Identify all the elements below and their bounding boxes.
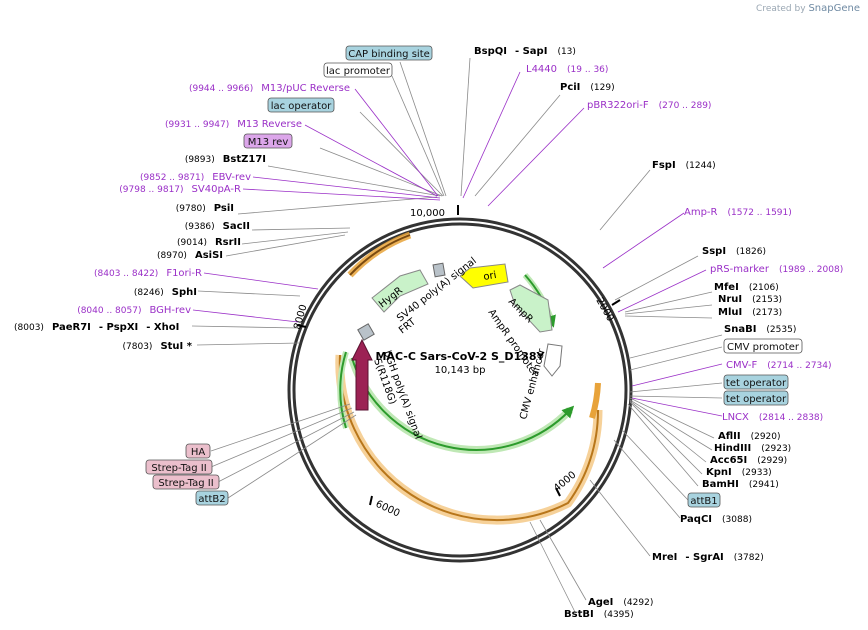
plasmid-size: 10,143 bp (435, 365, 486, 376)
ha-box (185, 443, 211, 459)
enzyme-pcii: PciI(129) (560, 82, 615, 93)
tet-operator-1-label: tet operator (726, 378, 787, 389)
plasmid-name: MAC-C Sars-CoV-2 S_D138Y (375, 350, 545, 363)
s-gene-feature (351, 338, 373, 411)
enzyme-bstz17i: (9893)BstZ17I (185, 154, 266, 165)
enzyme-sacii: (9386)SacII (185, 221, 250, 232)
ori-label: ori (483, 270, 498, 283)
cap-binding-site-label: CAP binding site (348, 49, 430, 60)
enzyme-mfei: MfeI(2106) (714, 282, 779, 293)
feature-arc-left (339, 351, 347, 429)
tick-6000 (369, 495, 373, 506)
hygr-feature (371, 269, 429, 313)
ha-label: HA (191, 447, 206, 458)
enzyme-psii: (9780)PsiI (176, 203, 234, 214)
primer-m13-reverse: (9931 .. 9947)M13 Reverse (165, 119, 302, 130)
primer-amp-r: Amp-R(1572 .. 1591) (684, 207, 792, 218)
enzyme-mrei: MreI- SgrAI(3782) (652, 552, 764, 563)
enzyme-sphi: (8246)SphI (134, 287, 197, 298)
primer-bgh-rev: (8040 .. 8057)BGH-rev (77, 305, 191, 316)
feature-arc-cmv (589, 382, 601, 419)
attb1-box (687, 492, 721, 508)
tick-4000 (555, 487, 561, 497)
tet-operator-1-box (723, 374, 789, 390)
enzyme-acc65i: Acc65I(2929) (710, 455, 787, 466)
primer-l4440: L4440(19 .. 36) (526, 64, 608, 75)
primer-leader-lines (192, 71, 723, 417)
strep-tag-2-box (152, 474, 220, 490)
enzyme-asisi: (8970)AsiSI (157, 250, 223, 261)
lac-operator-box (267, 97, 335, 113)
lac-promoter-label: lac promoter (326, 66, 391, 77)
cmv-enhancer-feature (543, 343, 563, 377)
strep-tag-1-box (145, 459, 213, 475)
primer-ebv-rev: (9852 .. 9871)EBV-rev (140, 172, 251, 183)
frt-box (432, 262, 446, 278)
snapgene-logo: SnapGene (808, 3, 860, 14)
enzyme-fspi: FspI(1244) (652, 160, 716, 171)
backbone-outer (287, 217, 633, 563)
feature-arc-insert-core (338, 354, 600, 522)
primer-cmv-f: CMV-F(2714 .. 2734) (726, 360, 832, 371)
tick-label-6000: 6000 (374, 499, 402, 520)
backbone-inner (292, 222, 628, 558)
feature-arc-s-orf (351, 357, 575, 451)
enzyme-rsrii: (9014)RsrII (177, 237, 241, 248)
enzyme-mlui: MluI(2173) (718, 307, 782, 318)
cmv-promoter-box (723, 338, 803, 354)
enzyme-sspi: SspI(1826) (702, 246, 766, 257)
bgh-polya-box (357, 323, 375, 341)
enzyme-bstbi: BstBI(4395) (564, 609, 634, 620)
tet-operator-2-box (723, 390, 789, 406)
enzyme-snabi: SnaBI(2535) (724, 324, 796, 335)
tick-8000 (296, 324, 307, 328)
enzyme-agei: AgeI(4292) (588, 597, 653, 608)
cmv-promoter-label: CMV promoter (727, 342, 800, 353)
primer-lncx: LNCX(2814 .. 2838) (722, 412, 823, 423)
attb2-label: attB2 (198, 494, 225, 505)
enzyme-kpni: KpnI(2933) (706, 467, 772, 478)
lac-operator-label: lac operator (271, 101, 332, 112)
enzyme-bspqi: BspQI- SapI(13) (474, 46, 576, 57)
primer-pbr322ori-f: pBR322ori-F(270 .. 289) (587, 100, 711, 111)
enzyme-aflii: AflII(2920) (718, 431, 781, 442)
cap-binding-site-box (345, 45, 433, 61)
credit-prefix: Created by (756, 4, 806, 14)
strep-tag-2-label: Strep-Tag II (158, 478, 213, 489)
enzyme-bamhi: BamHI(2941) (702, 479, 779, 490)
tick-2000 (611, 299, 621, 306)
primer-m13-puc-reverse: (9944 .. 9966)M13/pUC Reverse (189, 83, 350, 94)
enzyme-paqci: PaqCI(3088) (680, 514, 752, 525)
enzyme-paer7i: (8003)PaeR7I- PspXI- XhoI (14, 322, 179, 333)
snapgene-credit: Created by SnapGene (756, 3, 860, 14)
attb2-box (195, 490, 229, 506)
primer-sv40pa-r: (9798 .. 9817)SV40pA-R (119, 184, 241, 195)
enzyme-stui: (7803)StuI * (123, 341, 193, 352)
ampr-feature (509, 284, 553, 333)
enzyme-nrui: NruI(2153) (718, 294, 782, 305)
enzyme-hindiii: HindIII(2923) (714, 443, 791, 454)
attb1-label: attB1 (690, 496, 717, 507)
primer-f1ori-r: (8403 .. 8422)F1ori-R (94, 268, 202, 279)
tet-operator-2-label: tet operator (726, 394, 787, 405)
lac-promoter-box (323, 62, 393, 78)
feature-arc-f1ori-core (349, 234, 411, 276)
strep-tag-1-label: Strep-Tag II (151, 463, 206, 474)
ori-feature (459, 263, 509, 289)
m13-rev-box (243, 133, 293, 149)
primer-prs-marker: pRS-marker(1989 .. 2008) (710, 264, 843, 275)
feature-arc-f1ori (347, 231, 412, 278)
m13-rev-label: M13 rev (248, 137, 289, 148)
leader-lines (191, 57, 723, 613)
tick-label-10000: 10,000 (410, 208, 445, 219)
